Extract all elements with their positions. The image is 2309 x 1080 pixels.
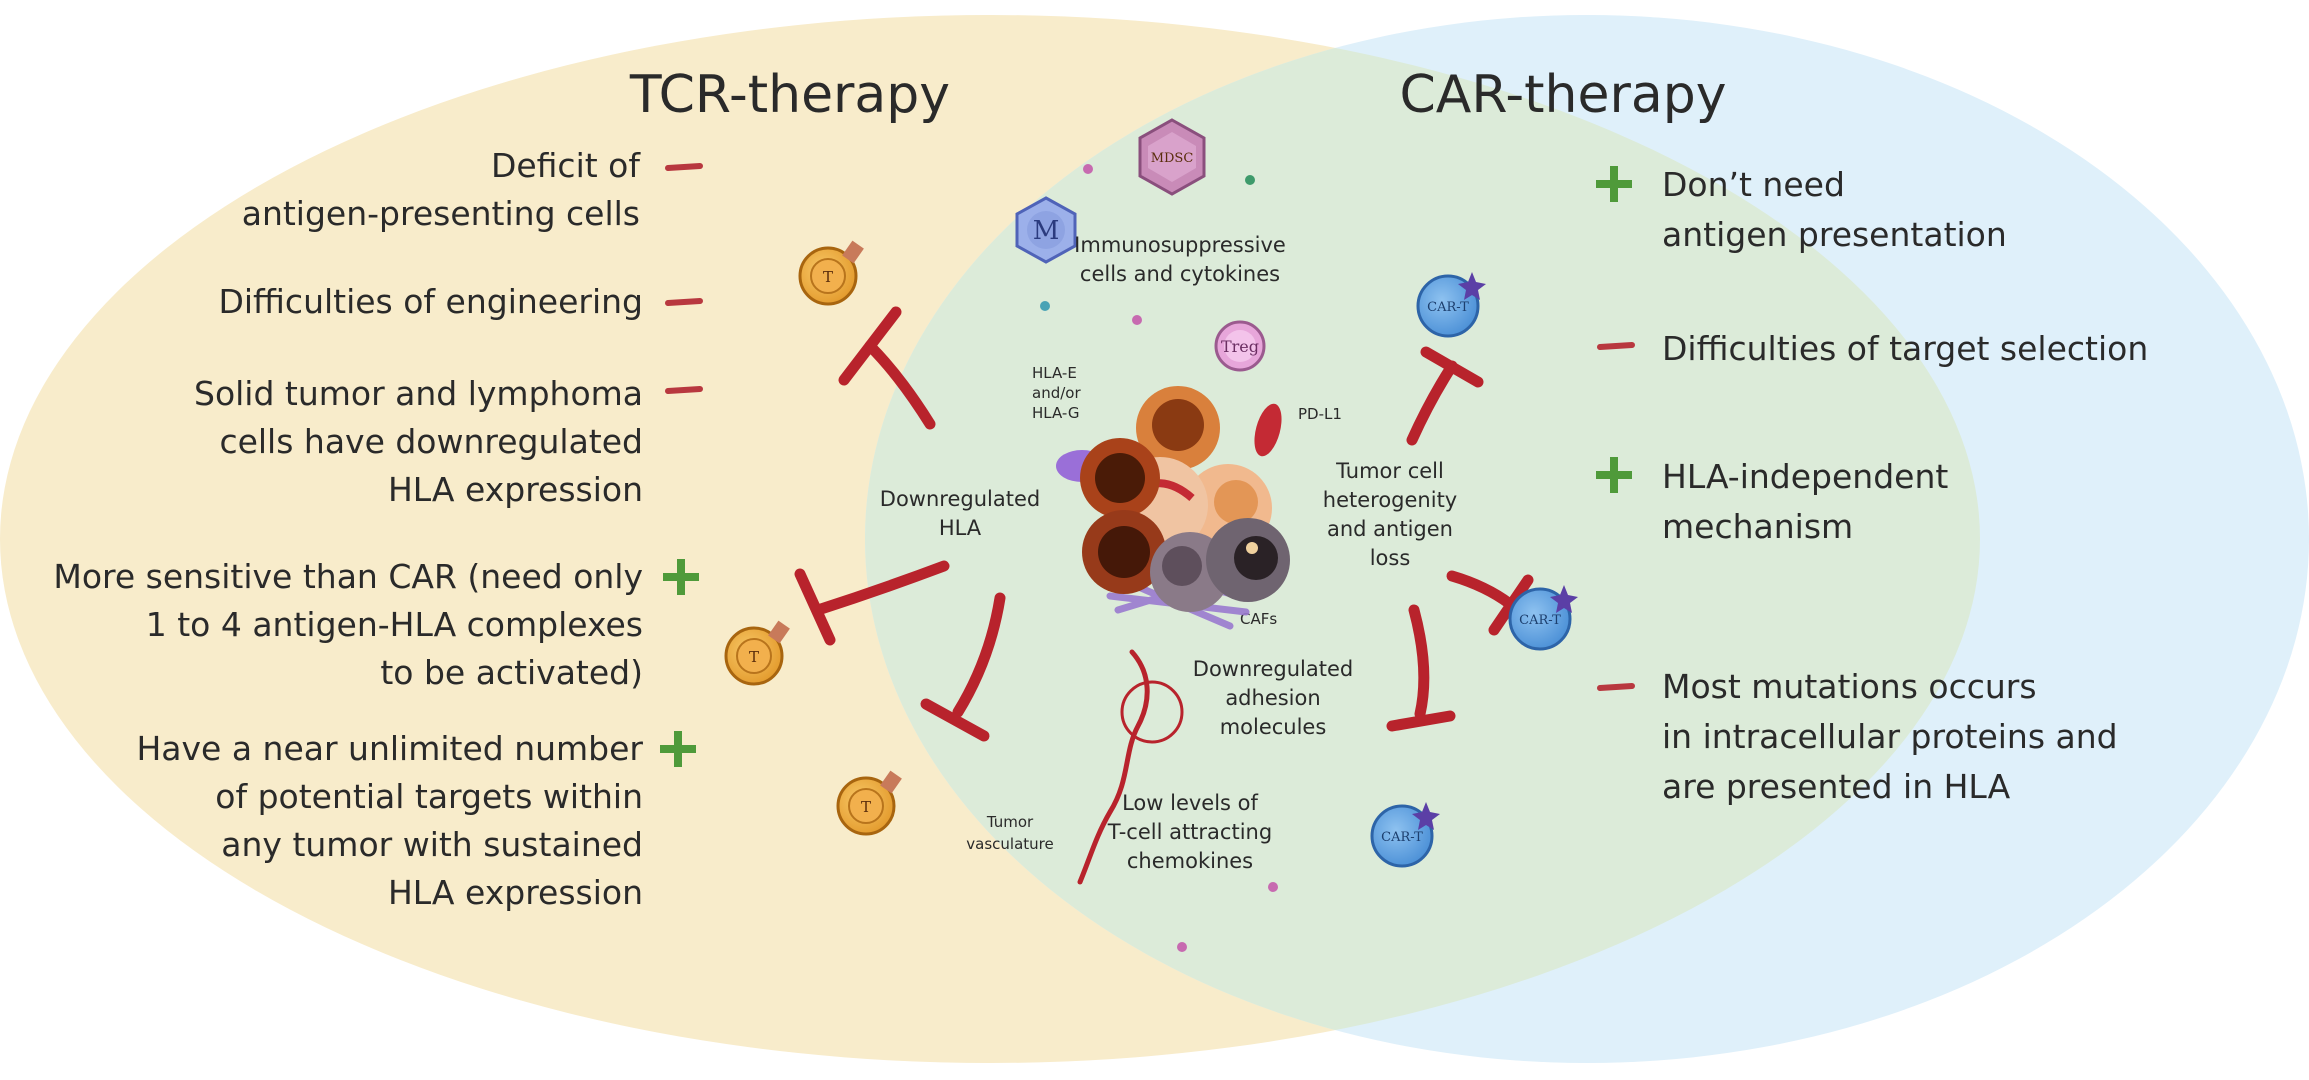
inhibition-arrow [920,592,1006,742]
svg-text:Downregulated: Downregulated [880,487,1040,511]
svg-text:heterogenity: heterogenity [1323,488,1457,512]
svg-text:and antigen: and antigen [1327,517,1453,541]
svg-text:Deficit of: Deficit of [491,146,641,185]
car-item-2: Difficulties of target selection [1597,329,2148,368]
svg-text:Most mutations occurs: Most mutations occurs [1662,667,2037,706]
svg-text:HLA-independent: HLA-independent [1662,457,1948,496]
macrophage-cell: M [1015,196,1077,264]
adhesion-molecules-icon [1120,680,1184,744]
svg-text:1 to 4 antigen-HLA complexes: 1 to 4 antigen-HLA complexes [146,605,643,644]
svg-text:and/or: and/or [1032,384,1081,402]
tcr-item-1: Deficit of antigen-presenting cells [242,146,703,233]
pd-l1-label: PD-L1 [1298,405,1342,423]
svg-text:Treg: Treg [1221,337,1259,356]
svg-text:Have a near unlimited number: Have a near unlimited number [136,729,643,768]
svg-text:Solid tumor and lymphoma: Solid tumor and lymphoma [194,374,643,413]
chemokines-label: Low levels of T-cell attracting chemokin… [1107,791,1272,873]
svg-text:to be activated): to be activated) [380,653,643,692]
svg-text:cells have downregulated: cells have downregulated [219,422,643,461]
tcr-item-3: Solid tumor and lymphoma cells have down… [194,374,703,509]
svg-text:T-cell attracting: T-cell attracting [1107,820,1272,844]
t-cell: T [798,240,864,306]
t-cell: T [724,620,790,686]
plus-icon [663,559,699,595]
svg-text:CAR-T: CAR-T [1381,830,1423,845]
minus-icon [665,298,703,306]
svg-text:T: T [749,648,759,666]
tcr-item-4: More sensitive than CAR (need only 1 to … [53,557,699,692]
tcr-item-2: Difficulties of engineering [218,282,703,321]
svg-text:in intracellular proteins and: in intracellular proteins and [1662,717,2118,756]
tumor-vasculature [1077,649,1150,885]
downregulated-hla-label: Downregulated HLA [880,487,1040,540]
car-t-cell: CAR-T [1370,802,1440,868]
svg-text:More sensitive than CAR (need: More sensitive than CAR (need only [53,557,643,596]
svg-text:MDSC: MDSC [1151,151,1194,166]
tcr-title: TCR-therapy [629,65,950,125]
svg-text:Immunosuppressive: Immunosuppressive [1074,233,1286,257]
svg-text:antigen-presenting cells: antigen-presenting cells [242,194,640,233]
inhibition-arrow [838,306,936,430]
svg-text:cells and cytokines: cells and cytokines [1080,262,1280,286]
inhibition-arrow [1406,346,1484,446]
plus-icon [1596,457,1632,493]
inhibition-arrow [794,560,950,646]
svg-text:HLA: HLA [939,516,982,540]
svg-text:CAR-T: CAR-T [1427,300,1469,315]
svg-text:loss: loss [1370,546,1411,570]
svg-text:M: M [1033,216,1060,246]
car-t-cell: CAR-T [1508,585,1578,651]
svg-text:any tumor with sustained: any tumor with sustained [221,825,643,864]
svg-text:vasculature: vasculature [966,835,1053,853]
svg-text:Don’t need: Don’t need [1662,165,1845,204]
cafs-label: CAFs [1240,610,1277,628]
svg-text:T: T [823,268,833,286]
vasculature-label: Tumor vasculature [966,813,1053,853]
svg-text:Tumor: Tumor [986,813,1034,831]
svg-text:of potential targets within: of potential targets within [215,777,643,816]
svg-text:chemokines: chemokines [1127,849,1253,873]
car-item-4: Most mutations occurs in intracellular p… [1597,667,2118,806]
adhesion-label: Downregulated adhesion molecules [1193,657,1353,739]
svg-text:adhesion: adhesion [1225,686,1320,710]
cytokine-dots [1040,164,1278,952]
svg-text:HLA-E: HLA-E [1032,364,1077,382]
immunosuppressive-label: Immunosuppressive cells and cytokines [1074,233,1286,286]
car-title: CAR-therapy [1399,65,1726,125]
svg-text:HLA-G: HLA-G [1032,404,1080,422]
minus-icon [665,163,703,171]
minus-icon [665,386,703,394]
svg-text:are presented in HLA: are presented in HLA [1662,767,2011,806]
inhibition-arrow [1386,604,1456,732]
svg-text:Tumor cell: Tumor cell [1335,459,1444,483]
svg-text:Low levels of: Low levels of [1122,791,1258,815]
mdsc-cell: MDSC [1138,118,1206,196]
t-cell: T [836,770,902,836]
svg-text:mechanism: mechanism [1662,507,1853,546]
car-item-1: Don’t need antigen presentation [1596,165,2007,254]
pd-l1-ligand [1254,403,1282,457]
svg-text:Difficulties of engineering: Difficulties of engineering [218,282,643,321]
svg-text:Difficulties of target selecti: Difficulties of target selection [1662,329,2148,368]
treg-cell: Treg [1214,320,1266,372]
plus-icon [660,731,696,767]
svg-text:T: T [861,798,871,816]
minus-icon [1597,342,1635,350]
svg-text:CAR-T: CAR-T [1519,613,1561,628]
plus-icon [1596,166,1632,202]
hla-e-g-label: HLA-E and/or HLA-G [1032,364,1081,422]
tumor-heterogeneity-label: Tumor cell heterogenity and antigen loss [1323,459,1457,570]
minus-icon [1597,683,1635,691]
inhibition-arrow [1446,570,1534,636]
svg-text:HLA expression: HLA expression [388,873,643,912]
car-item-3: HLA-independent mechanism [1596,457,1948,546]
tcr-item-5: Have a near unlimited number of potentia… [136,729,696,912]
svg-text:molecules: molecules [1220,715,1327,739]
car-t-cell: CAR-T [1416,272,1486,338]
svg-text:Downregulated: Downregulated [1193,657,1353,681]
svg-text:antigen presentation: antigen presentation [1662,215,2007,254]
tumor-cluster [1056,386,1290,630]
svg-text:HLA expression: HLA expression [388,470,643,509]
